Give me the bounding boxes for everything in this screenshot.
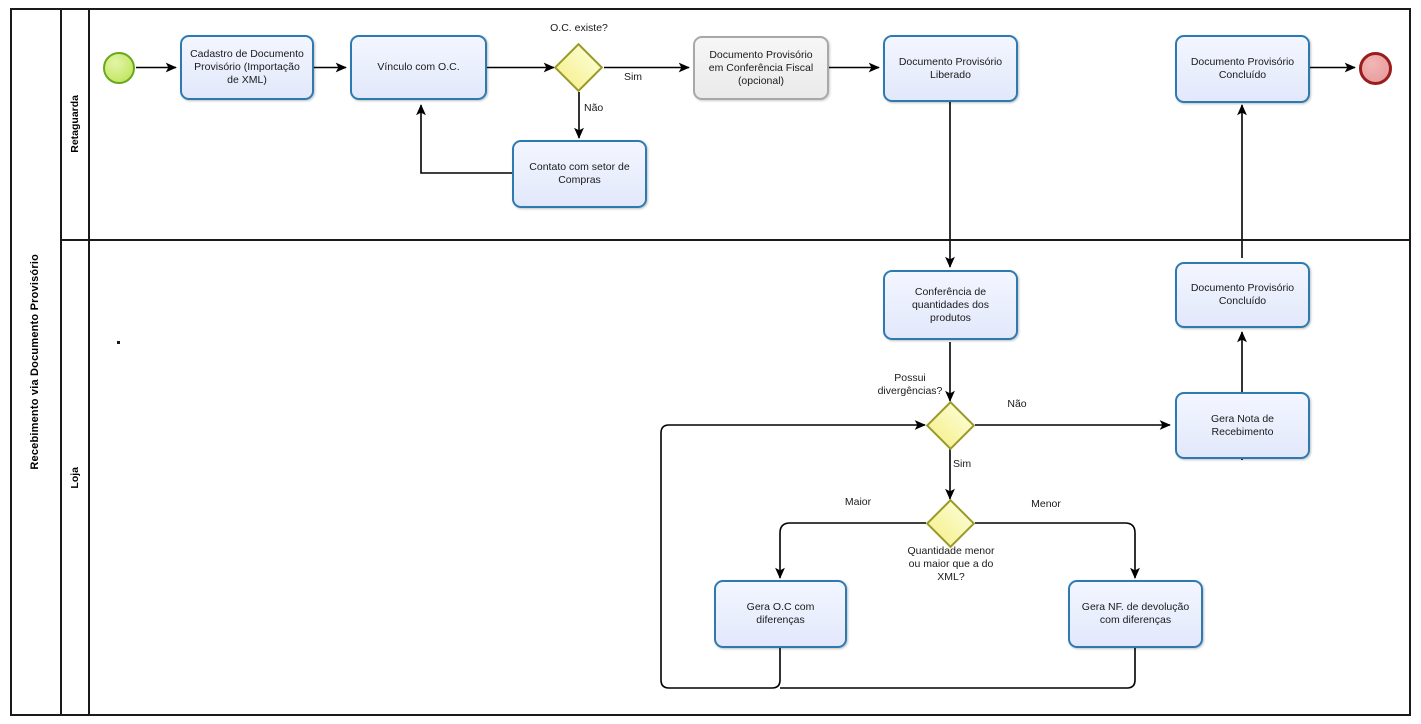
gateway-quantidade-menor-maior[interactable] <box>925 498 976 549</box>
gateway-oc-existe[interactable] <box>553 42 604 93</box>
lane-label-retaguarda-text: Retaguarda <box>69 95 81 153</box>
flow-label-oc-nao: Não <box>584 102 604 114</box>
lane-label-loja: Loja <box>62 240 90 716</box>
flow-gwqtd-maior-to-gera-oc <box>775 522 926 579</box>
flow-label-quantidade-menor: Menor <box>1031 498 1061 510</box>
flow-gera-nf-loop-to-return-line <box>780 648 1136 689</box>
flow-gwqtd-menor-to-gera-nf <box>975 522 1140 579</box>
lane-divider <box>62 239 1411 241</box>
lane-label-loja-text: Loja <box>69 467 81 489</box>
end-event[interactable] <box>1359 52 1392 85</box>
flow-contato-to-vinculo <box>416 104 512 174</box>
flow-label-quantidade-maior: Maior <box>844 496 872 508</box>
gateway-possui-divergencias[interactable] <box>925 400 976 451</box>
gateway-possui-divergencias-shape <box>925 400 976 451</box>
flow-label-divergencias-nao: Não <box>1007 398 1027 410</box>
flow-gera-oc-loop-to-gwdiverg <box>660 420 926 689</box>
start-event[interactable] <box>103 52 135 84</box>
flow-label-divergencias-sim: Sim <box>953 458 972 470</box>
task-vinculo-com-oc[interactable]: Vínculo com O.C. <box>350 35 487 100</box>
pool-label-column: Recebimento via Documento Provisório <box>10 8 62 716</box>
flow-label-oc-sim: Sim <box>623 71 643 83</box>
pool-title: Recebimento via Documento Provisório <box>29 254 41 470</box>
gateway-oc-existe-label: O.C. existe? <box>550 22 608 34</box>
gateway-oc-existe-shape <box>553 42 604 93</box>
gateway-quantidade-menor-maior-shape <box>925 498 976 549</box>
pool-frame <box>10 8 1411 716</box>
stray-dot-artifact <box>117 341 120 344</box>
lane-label-retaguarda: Retaguarda <box>62 8 90 240</box>
